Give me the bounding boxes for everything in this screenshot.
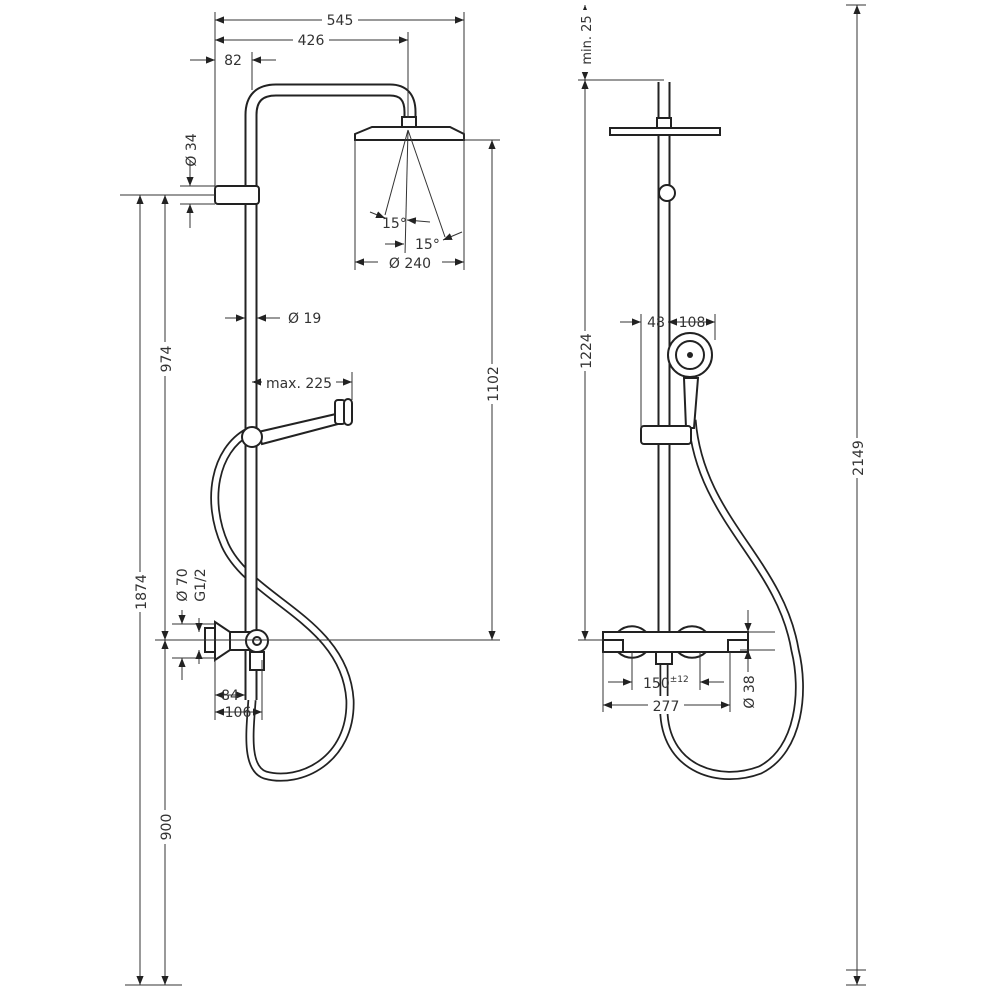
dim-426: 426 [298,33,325,49]
right-bracket-knob [658,184,676,202]
right-hose [659,419,804,780]
left-shower-system: 545 426 82 Ø 34 1874 974 900 [120,10,502,986]
left-riser-pipe [244,83,417,700]
left-wall-bracket [214,185,260,205]
dim-108: 108 [679,315,706,331]
dim-106: 106 [225,705,252,721]
dim-connection-dia: Ø 70 [175,568,191,601]
dim-545: 545 [327,13,354,29]
left-overhead-shower [354,116,465,141]
right-shower-system: min. 25 1224 2149 48 108 150±12 [575,4,867,986]
dim-1102: 1102 [486,366,502,402]
dim-48: 48 [647,315,665,331]
dim-bracket-dia: Ø 34 [184,133,200,166]
dim-2149: 2149 [851,440,867,476]
dim-thread: G1/2 [193,568,209,601]
left-spray-angle-lines [384,129,446,256]
dim-max-225: max. 225 [266,376,332,392]
left-dimensions: 545 426 82 Ø 34 1874 974 900 [120,10,502,986]
dim-pipe-dia: Ø 19 [288,311,321,327]
dim-1224: 1224 [579,333,595,369]
right-dimensions: min. 25 1224 2149 48 108 150±12 [575,4,867,986]
dim-974: 974 [159,346,175,373]
dim-84: 84 [221,688,239,704]
left-wall-connection [204,620,269,671]
left-hand-shower [241,398,353,448]
dim-angle-2: 15° [415,237,440,253]
right-hand-shower [640,332,713,445]
right-overhead-shower [609,117,721,136]
dim-head-dia: Ø 240 [389,256,431,272]
dim-1874: 1874 [134,574,150,610]
dim-150: 150±12 [643,675,689,692]
dim-277: 277 [653,699,680,715]
dim-900: 900 [159,814,175,841]
right-thermostat-mixer [602,625,749,665]
left-hose [210,428,355,782]
dim-mixer-dia: Ø 38 [742,675,758,708]
dim-82: 82 [224,53,242,69]
dim-angle-1: 15° [382,216,407,232]
dim-min-25: min. 25 [580,15,595,64]
